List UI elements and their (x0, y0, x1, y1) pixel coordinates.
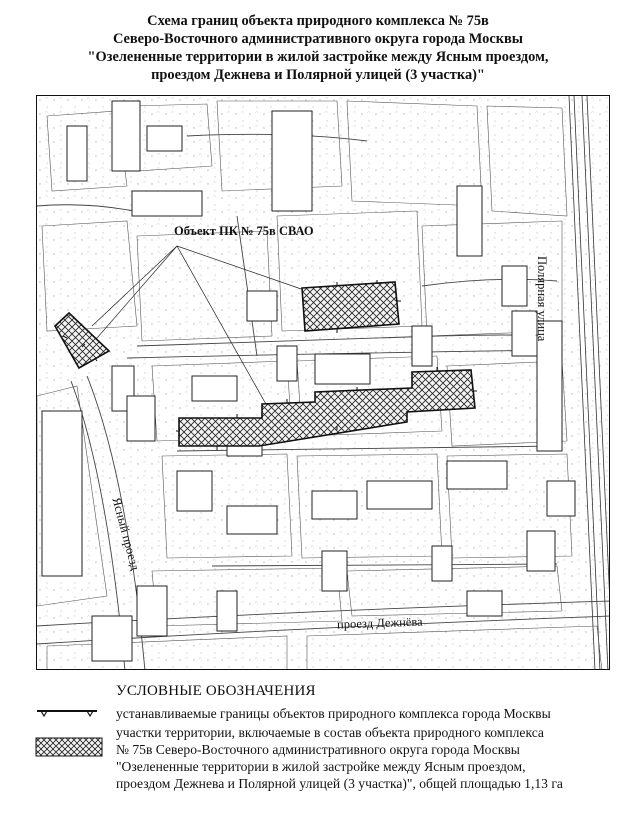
legend-heading: УСЛОВНЫЕ ОБОЗНАЧЕНИЯ (116, 683, 316, 699)
building (276, 345, 298, 382)
title-line-2: Северо-Восточного административного окру… (112, 31, 524, 47)
legend-boundary-text: устанавливаемые границы объектов природн… (116, 706, 551, 721)
building (466, 590, 503, 617)
building (136, 585, 168, 637)
object-area-3 (178, 369, 476, 447)
title-line-1: Схема границ объекта природного комплекс… (147, 13, 489, 29)
legend-area-line-3: "Озелененные территории в жилой застройк… (116, 759, 526, 774)
building (66, 125, 88, 182)
object-area-1 (53, 311, 111, 370)
legend-area-text: участки территории, включаемые в состав … (116, 724, 563, 792)
object-label: Объект ПК № 75в СВАО (174, 224, 314, 238)
buildings (41, 100, 576, 662)
building (366, 480, 433, 510)
building (526, 530, 556, 572)
building (126, 395, 156, 442)
boundary-ticks (62, 280, 477, 450)
building (314, 353, 371, 385)
building (456, 185, 483, 257)
building (191, 375, 238, 402)
building (146, 125, 183, 152)
object-areas (53, 281, 476, 447)
legend-area-line-2: № 75в Северо-Восточного административног… (116, 742, 520, 757)
building (501, 265, 528, 307)
building (431, 545, 453, 582)
building (536, 320, 563, 452)
area-legend-symbol (35, 737, 103, 757)
building (311, 490, 358, 520)
building (41, 410, 83, 577)
boundary-legend-symbol (37, 710, 97, 718)
map-canvas[interactable] (37, 96, 610, 670)
object-area-2 (301, 281, 400, 332)
title-line-3: "Озелененные территории в жилой застройк… (87, 49, 549, 65)
building (446, 460, 508, 490)
building (131, 190, 203, 217)
building (271, 110, 313, 212)
map-frame[interactable]: Объект ПК № 75в СВАО Полярная улица Ясны… (36, 95, 610, 670)
legend-area-line-1: участки территории, включаемые в состав … (116, 725, 544, 740)
building (111, 100, 141, 172)
map-title: Схема границ объекта природного комплекс… (0, 12, 636, 84)
building (511, 310, 538, 357)
building (411, 325, 433, 367)
legend-area-line-4: проездом Дежнева и Полярной улицей (3 уч… (116, 776, 563, 791)
building (91, 615, 133, 662)
title-line-4: проездом Дежнева и Полярной улицей (3 уч… (151, 67, 485, 83)
building (546, 480, 576, 517)
street-label-polar: Полярная улица (535, 256, 549, 342)
building (321, 550, 348, 592)
railway-lines (568, 96, 609, 669)
building (246, 290, 278, 322)
building (176, 470, 213, 512)
building (216, 590, 238, 632)
street-label-dezhnev: проезд Дежнёва (336, 614, 423, 632)
building (226, 505, 278, 535)
